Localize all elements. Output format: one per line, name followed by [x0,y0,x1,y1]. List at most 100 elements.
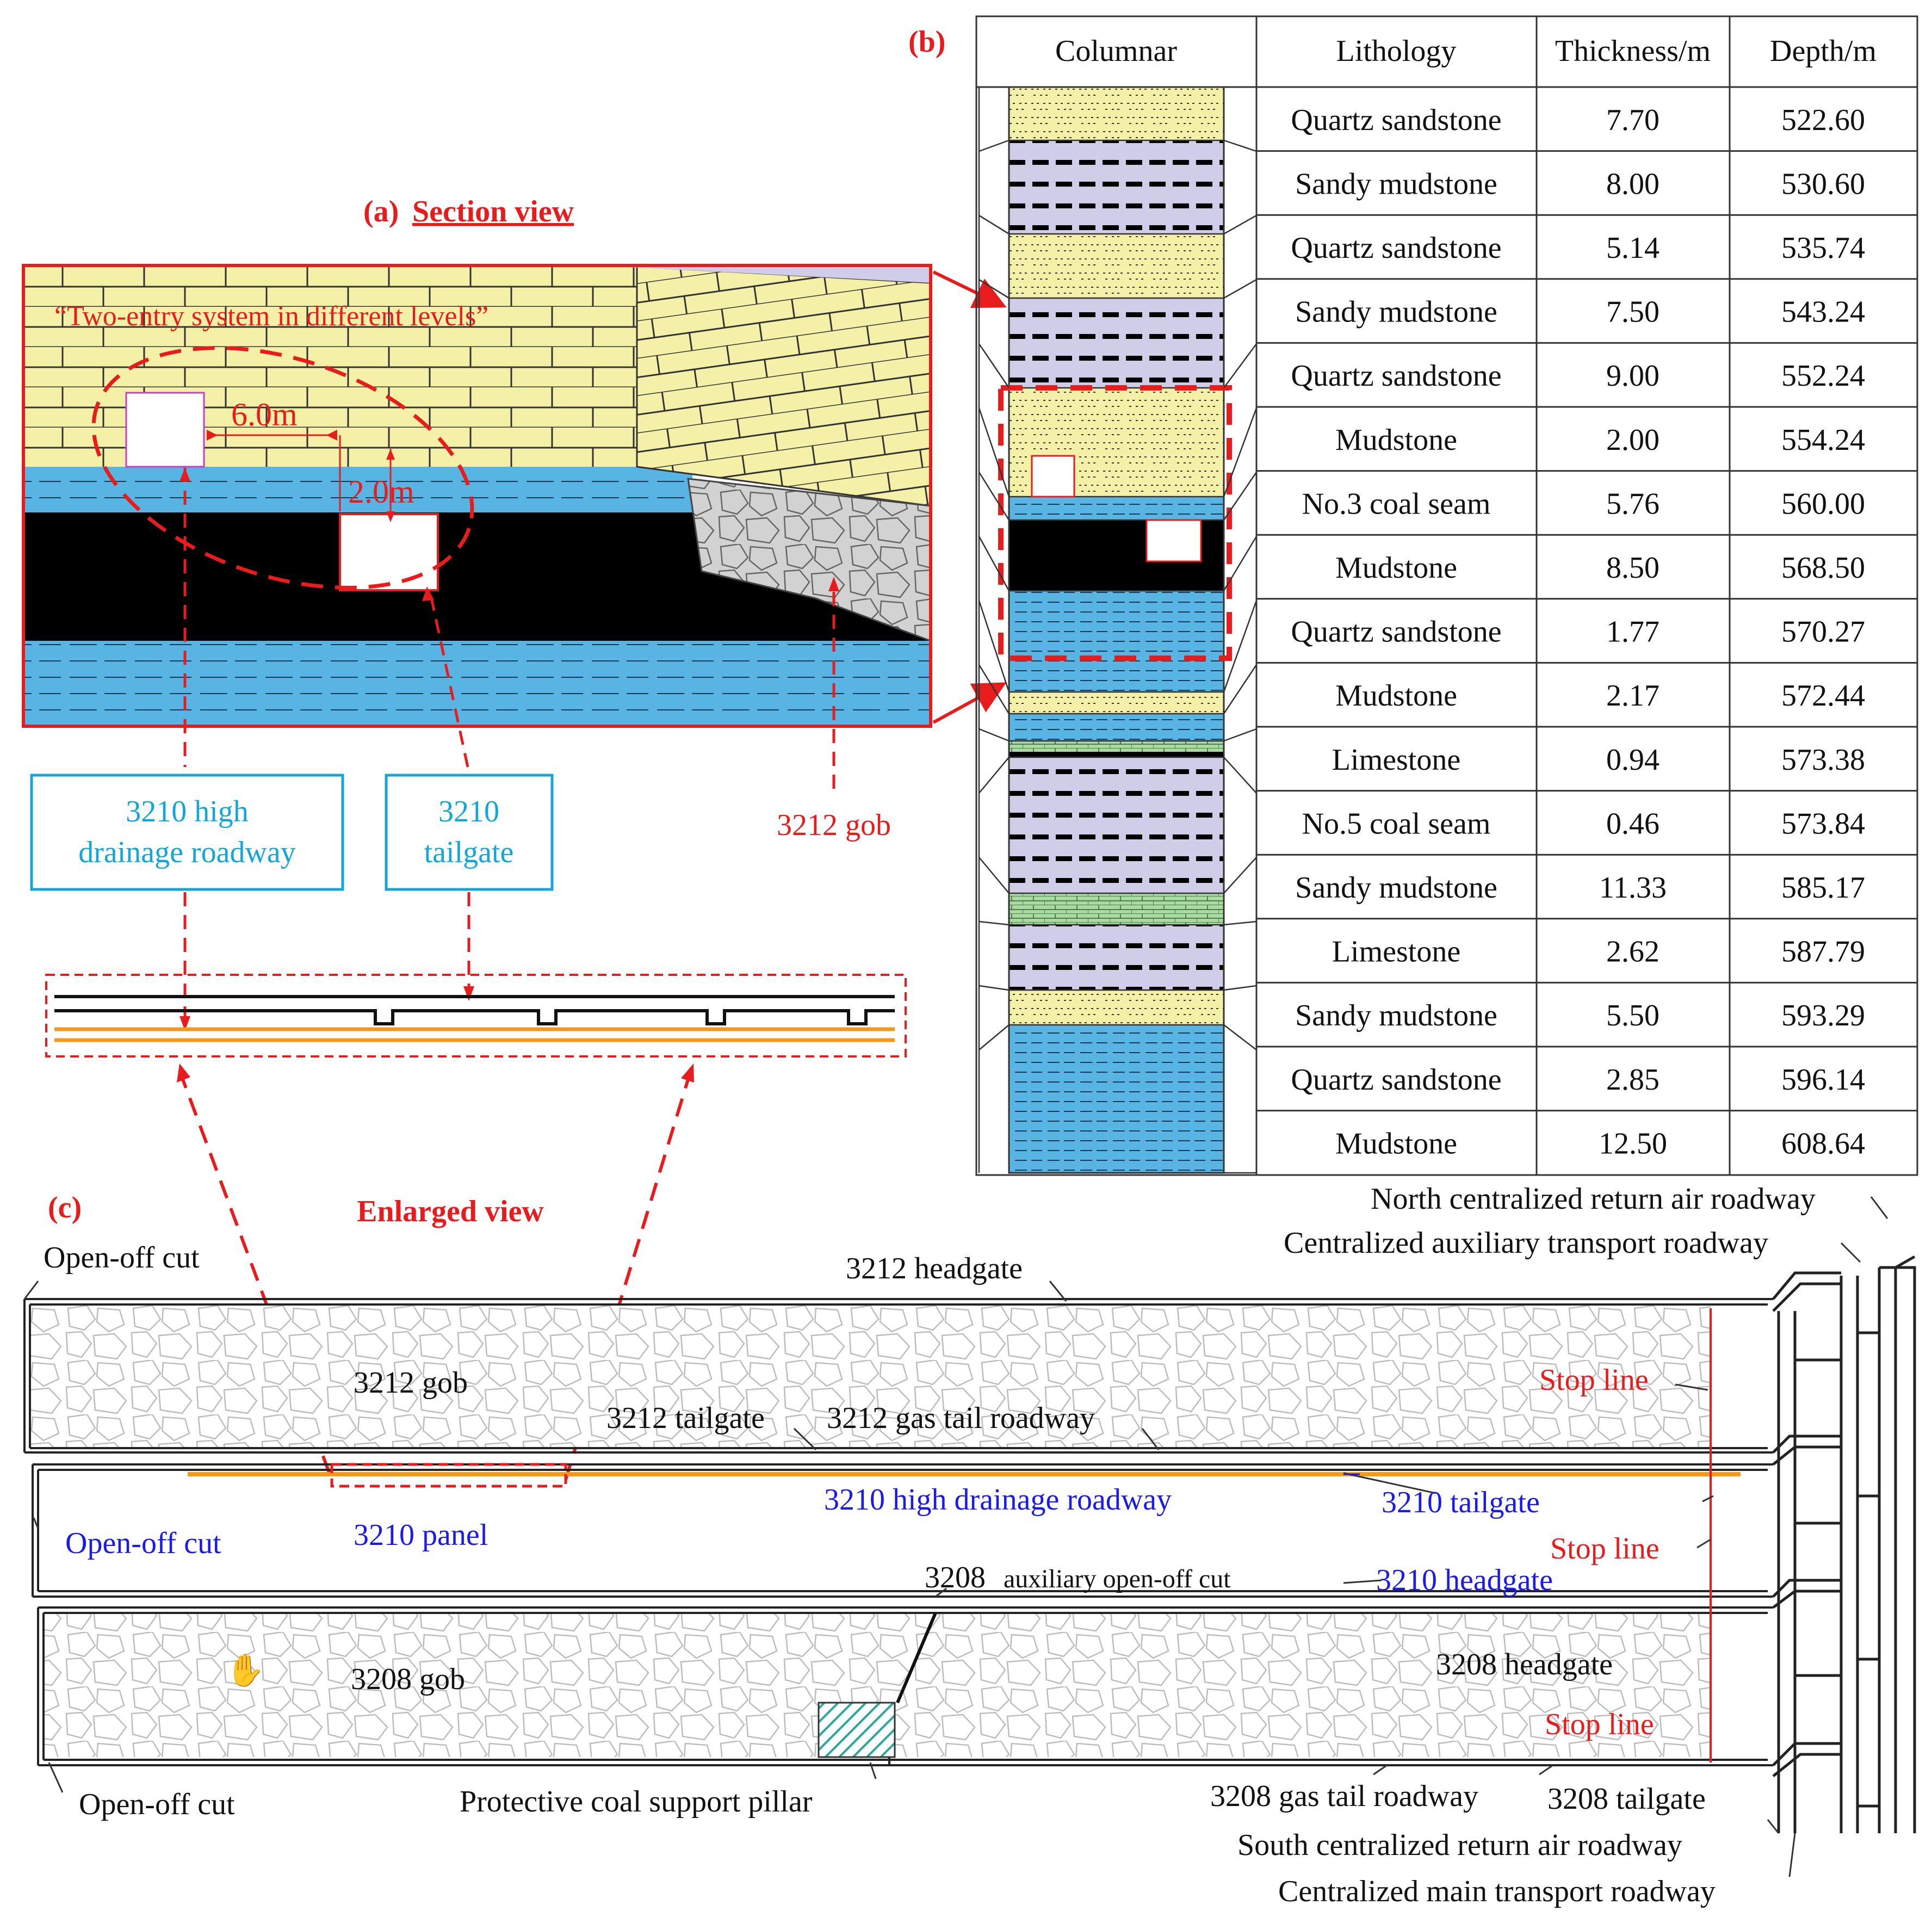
mudstone-floor-layer [23,641,931,726]
column-section-highlight [998,385,1232,661]
label-3208-headgate: 3208 headgate [1436,1648,1613,1681]
table-cell-lithology: Sandy mudstone [1295,999,1497,1032]
table-cell-thickness: 8.00 [1606,167,1659,201]
panel-c-plan-view: (c) ✋ [23,1182,1916,1908]
label-3208-auxiliary-cut-number: 3208 [925,1561,986,1594]
roadway-outlines [23,1298,1773,1766]
table-cell-depth: 530.60 [1781,167,1865,201]
table-cell-thickness: 2.00 [1606,423,1659,457]
table-cell-depth: 587.79 [1781,935,1865,969]
table-cell-lithology: Limestone [1332,935,1460,969]
table-cell-thickness: 0.94 [1606,743,1659,777]
table-cell-thickness: 5.14 [1606,231,1659,265]
table-cell-depth: 552.24 [1781,359,1865,393]
table-cell-depth: 570.27 [1781,615,1865,649]
table-cell-thickness: 2.17 [1606,679,1659,713]
table-outer-border [975,15,1918,1176]
table-cell-lithology: Quartz sandstone [1291,231,1501,265]
label-3208-gob: 3208 gob [351,1662,465,1696]
table-cell-thickness: 7.50 [1606,295,1659,329]
label-3208-tailgate: 3208 tailgate [1547,1782,1706,1816]
column-leader-lines [978,86,1258,1174]
table-cell-lithology: Sandy mudstone [1295,295,1497,329]
callout-tailgate-line2: tailgate [424,836,514,869]
label-3210-tailgate: 3210 tailgate [1382,1486,1540,1519]
label-stop-line-1: Stop line [1539,1363,1649,1397]
panel-b-stratigraphic-column: (b) [908,15,1918,1176]
callout-3212-gob: 3212 gob [777,808,891,842]
table-cell-lithology: Mudstone [1335,423,1457,457]
connector-top [932,270,1007,308]
caved-roof-block [636,265,932,507]
table-cell-depth: 608.64 [1781,1127,1865,1160]
enlarged-area-marker [330,1463,567,1488]
callout-high-drainage-line2: drainage roadway [78,836,296,869]
arrow-tailgate [428,590,469,768]
table-cell-depth: 522.60 [1781,103,1865,137]
column-tailgate-marker [1145,519,1202,562]
table-cell-thickness: 12.50 [1599,1127,1667,1160]
table-cell-lithology: Mudstone [1335,1127,1457,1160]
table-cell-thickness: 0.46 [1606,807,1659,840]
plan-leader-lines [23,1196,1888,1877]
callout-high-drainage-roadway [30,774,344,891]
label-stop-line-3: Stop line [1545,1708,1654,1741]
table-header-columnar: Columnar [1055,34,1177,68]
section-view-frame [22,264,932,728]
table-cell-lithology: Quartz sandstone [1291,1063,1501,1097]
callout-tailgate-line1: 3210 [438,795,499,828]
label-3208-gas-tail-roadway: 3208 gas tail roadway [1210,1779,1478,1813]
label-centralized-auxiliary-transport-roadway: Centralized auxiliary transport roadway [1284,1226,1768,1260]
two-entry-system-label: “Two-entry system in different levels” [54,301,488,332]
label-3210-high-drainage-roadway: 3210 high drainage roadway [824,1483,1172,1517]
table-header-depth-m: Depth/m [1770,34,1877,68]
high-drainage-profile [54,1027,895,1042]
table-cell-lithology: Sandy mudstone [1295,167,1497,201]
table-cell-depth: 560.00 [1781,487,1865,521]
table-cell-thickness: 1.77 [1606,615,1659,649]
label-3212-gob: 3212 gob [354,1366,468,1400]
table-cell-depth: 573.38 [1781,743,1865,777]
table-cell-lithology: Sandy mudstone [1295,871,1497,905]
enlarged-view-label: Enlarged view [357,1195,544,1228]
dimension-lines [207,434,341,511]
label-3210-panel: 3210 panel [354,1518,488,1552]
panel-b-tag: (b) [908,25,945,59]
table-cell-thickness: 2.62 [1606,935,1659,969]
label-open-off-cut-mid: Open-off cut [65,1526,221,1560]
table-cell-thickness: 11.33 [1599,871,1667,905]
label-centralized-main-transport-roadway: Centralized main transport roadway [1278,1875,1716,1908]
table-header-lithology: Lithology [1336,34,1457,68]
callout-tailgate [385,774,554,891]
table-cell-depth: 593.29 [1781,999,1865,1032]
label-open-off-cut-bottom: Open-off cut [79,1788,235,1821]
callout-high-drainage-line1: 3210 high [126,795,249,828]
table-cell-depth: 568.50 [1781,551,1865,585]
table-cell-lithology: Mudstone [1335,679,1457,713]
table-cell-thickness: 7.70 [1606,103,1659,137]
3210-high-drainage-roadway [125,392,205,468]
table-cell-depth: 585.17 [1781,871,1865,905]
label-3210-headgate: 3210 headgate [1376,1563,1553,1597]
dimension-6m: 6.0m [231,397,298,432]
label-stop-line-2: Stop line [1550,1532,1659,1566]
table-cell-thickness: 2.85 [1606,1063,1659,1097]
panel-a-tag: (a) [363,195,399,228]
panel-a-section-view: (a) Section view 6.0m 2.0m “Two-entry sy… [22,195,1007,1031]
label-3212-tailgate: 3212 tailgate [606,1401,765,1435]
column-high-drainage-marker [1031,455,1075,498]
table-cell-lithology: Mudstone [1335,551,1457,585]
label-3208-auxiliary-open-off-cut: auxiliary open-off cut [1004,1565,1231,1593]
table-cell-depth: 554.24 [1781,423,1865,457]
label-open-off-cut-top: Open-off cut [44,1241,200,1275]
label-south-return-air-roadway: South centralized return air roadway [1237,1828,1682,1862]
label-3212-headgate: 3212 headgate [846,1252,1023,1285]
3212-gob-area [687,478,932,642]
enlarged-view-strip: Enlarged view [45,974,907,1481]
table-cell-thickness: 5.50 [1606,999,1659,1032]
panel-a-title: Section view [412,195,574,228]
